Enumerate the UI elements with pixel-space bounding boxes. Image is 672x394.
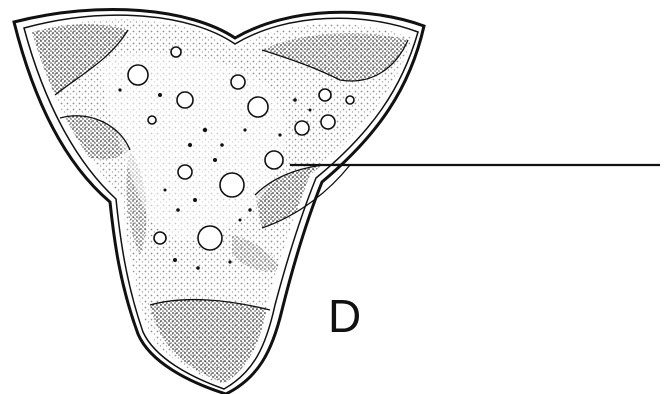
- specimen-label: D: [328, 290, 361, 342]
- cytoplasm: [0, 0, 450, 394]
